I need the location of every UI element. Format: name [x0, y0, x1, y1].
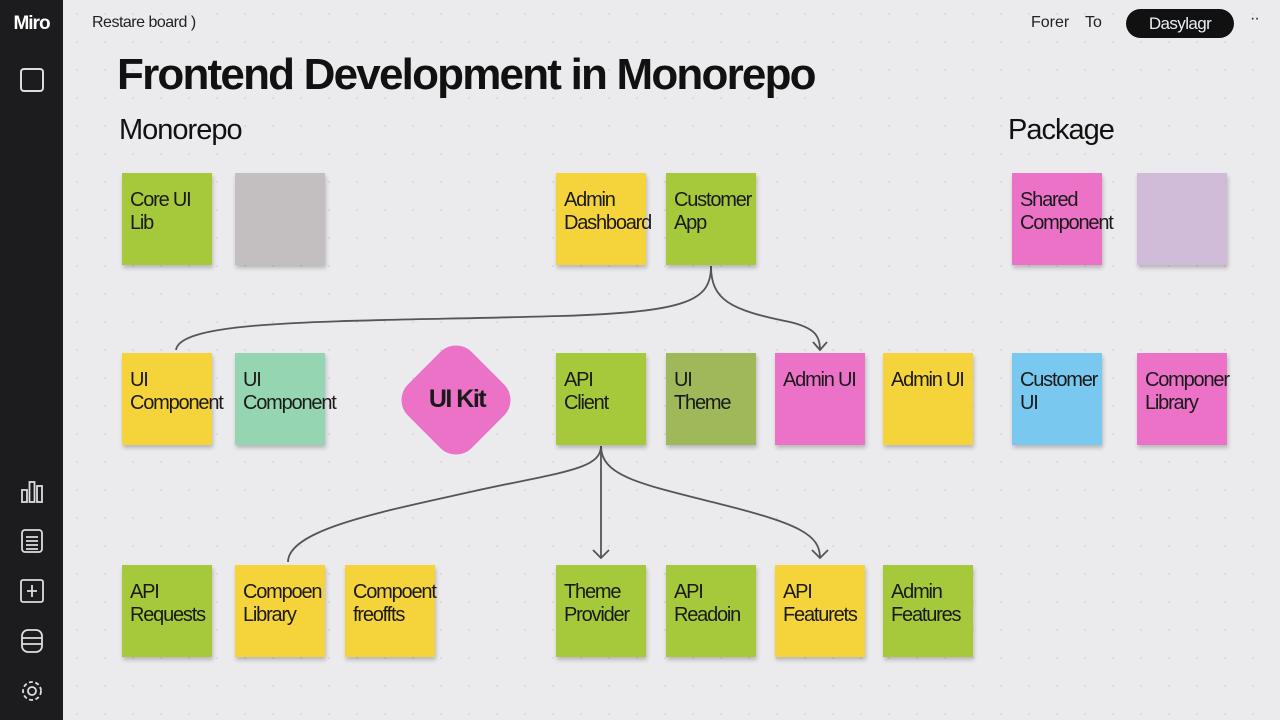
connector — [710, 265, 821, 351]
sticky-note[interactable] — [235, 173, 325, 265]
connector — [175, 265, 712, 351]
miro-logo[interactable]: Miro — [13, 13, 50, 34]
sticky-note[interactable]: Componer Library — [1137, 353, 1230, 445]
connector — [600, 445, 821, 559]
sticky-note[interactable]: Compoent freoffts — [345, 565, 437, 657]
sticky-note[interactable]: Admin Dashboard — [556, 173, 652, 265]
sticky-note[interactable]: Admin UI — [775, 353, 865, 445]
connector — [287, 445, 602, 563]
sticky-note[interactable]: API Featurets — [775, 565, 865, 657]
left-toolbar: Miro — [0, 0, 63, 720]
sticky-note[interactable] — [1137, 173, 1227, 265]
chart-icon[interactable] — [18, 477, 46, 505]
sticky-note[interactable]: Admin UI — [883, 353, 973, 445]
sticky-note[interactable]: Customer UI — [1012, 353, 1102, 445]
frame-icon[interactable] — [18, 66, 46, 94]
section-heading-monorepo: Monorepo — [119, 114, 243, 146]
sticky-note[interactable]: API Client — [556, 353, 646, 445]
topbar-item-to[interactable]: To — [1085, 14, 1102, 31]
share-button[interactable]: Dasylagr — [1126, 9, 1234, 38]
sticky-note[interactable]: Core UI Lib — [122, 173, 212, 265]
document-icon[interactable] — [18, 527, 46, 555]
sticky-note[interactable]: API Requests — [122, 565, 212, 657]
sticky-note[interactable]: UI Theme — [666, 353, 756, 445]
topbar-item-forer[interactable]: Forer — [1031, 14, 1070, 31]
breadcrumb[interactable]: Restare board ) — [92, 14, 196, 31]
section-heading-package: Package — [1008, 114, 1115, 146]
sticky-note[interactable]: Compoen Library — [235, 565, 325, 657]
sticky-note[interactable]: UI Component — [122, 353, 224, 445]
sticky-note[interactable]: UI Component — [235, 353, 337, 445]
connector-arrow-icon — [812, 341, 828, 352]
ui-kit-label: UI Kit — [428, 385, 487, 413]
settings-gear-icon[interactable] — [18, 677, 46, 705]
more-options-button[interactable]: ·· — [1250, 10, 1260, 27]
sticky-note[interactable]: Admin Features — [883, 565, 973, 657]
sticky-note[interactable]: Theme Provider — [556, 565, 646, 657]
add-frame-icon[interactable] — [18, 577, 46, 605]
connector-arrow-icon — [811, 549, 829, 560]
database-icon[interactable] — [18, 627, 46, 655]
board-title: Frontend Development in Monorepo — [117, 50, 817, 99]
sticky-note[interactable]: Shared Component — [1012, 173, 1114, 265]
sticky-note[interactable]: API Readoin — [666, 565, 756, 657]
connector-arrow-icon — [592, 549, 610, 560]
sticky-note[interactable]: Customer App — [666, 173, 756, 265]
